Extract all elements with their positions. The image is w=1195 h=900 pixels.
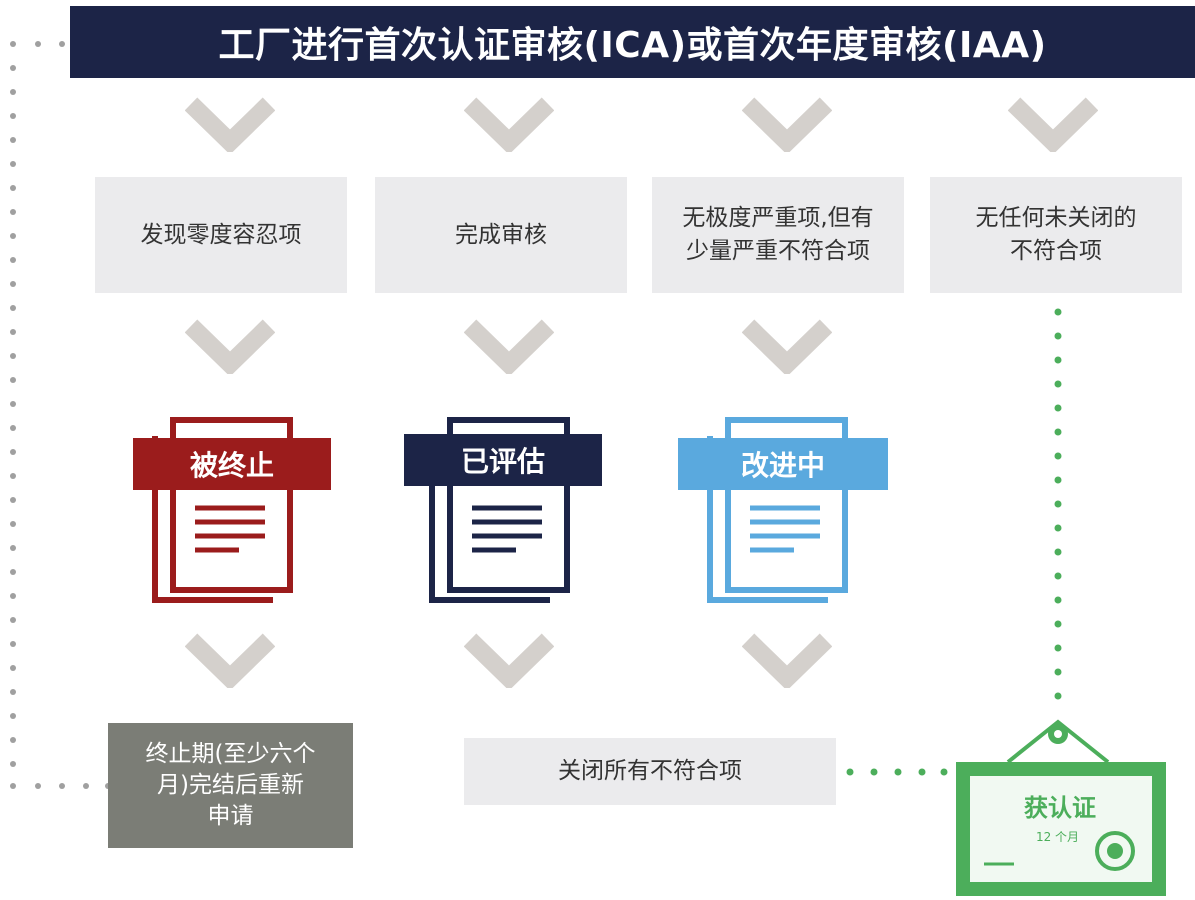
certification-connector <box>846 308 1062 776</box>
chevron-down-icon <box>742 319 832 374</box>
document-icon <box>152 417 293 603</box>
chevron-down-icon <box>185 633 275 688</box>
restart-loop-connector <box>10 41 111 789</box>
chevron-down-icon <box>185 97 275 152</box>
outcome-zero-tolerance: 发现零度容忍项 <box>95 177 347 293</box>
chevron-down-icon <box>742 633 832 688</box>
close-all-nonconformities-box: 关闭所有不符合项 <box>464 738 836 805</box>
certificate-icon <box>956 719 1166 896</box>
outcome-no-open-items: 无任何未关闭的 不符合项 <box>930 177 1182 293</box>
certified-label: 获认证 <box>1024 794 1096 822</box>
status-assessed-label: 已评估 <box>404 434 602 486</box>
chevron-down-icon <box>742 97 832 152</box>
document-icon <box>429 417 570 603</box>
chevron-down-icon <box>185 319 275 374</box>
chevron-down-icon <box>464 319 554 374</box>
status-terminated-label: 被终止 <box>133 438 331 490</box>
chevron-down-icon <box>1008 97 1098 152</box>
page-title: 工厂进行首次认证审核(ICA)或首次年度审核(IAA) <box>70 6 1195 78</box>
restart-after-termination-box: 终止期(至少六个 月)完结后重新 申请 <box>108 723 353 848</box>
certification-validity: 12 个月 <box>1035 830 1080 844</box>
chevron-down-icon <box>464 633 554 688</box>
chevron-down-icon <box>464 97 554 152</box>
status-improving-label: 改进中 <box>678 438 888 490</box>
document-icon <box>707 417 848 603</box>
outcome-audit-complete: 完成审核 <box>375 177 627 293</box>
outcome-minor-nonconformities: 无极度严重项,但有 少量严重不符合项 <box>652 177 904 293</box>
